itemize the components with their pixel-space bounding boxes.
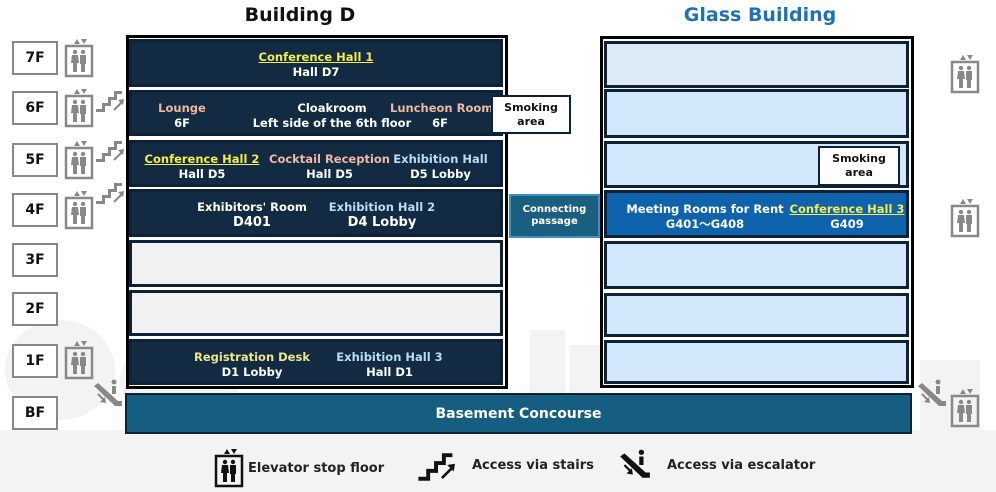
registration-desk[interactable]: Registration Desk D1 Lobby xyxy=(194,350,310,379)
elevator-icon-4f xyxy=(64,190,94,230)
floor-label-2f: 2F xyxy=(12,292,58,326)
meeting-rooms-for-rent[interactable]: Meeting Rooms for Rent G401〜G408 xyxy=(626,202,784,231)
floor-label-5f: 5F xyxy=(12,143,58,177)
glass-4f[interactable]: Meeting Rooms for Rent G401〜G408 Confere… xyxy=(604,190,909,238)
connecting-passage[interactable]: Connecting passage xyxy=(509,194,600,238)
exhibition-hall-3[interactable]: Exhibition Hall 3 Hall D1 xyxy=(336,350,443,379)
floor-label-6f: 6F xyxy=(12,91,58,125)
elevator-icon-1f xyxy=(64,340,94,380)
stairs-icon-6f xyxy=(96,87,126,113)
cocktail-reception[interactable]: Cocktail Reception Hall D5 xyxy=(269,152,390,181)
legend-stairs: Access via stairs xyxy=(418,448,594,482)
building-d-2f[interactable] xyxy=(129,290,503,336)
stairs-icon-5f xyxy=(96,137,126,163)
building-d-5f[interactable]: Conference Hall 2 Hall D5 Cocktail Recep… xyxy=(129,140,503,187)
glass-6f[interactable] xyxy=(604,89,909,138)
elevator-icon-5f xyxy=(64,140,94,180)
exhibition-hall[interactable]: Exhibition Hall D5 Lobby xyxy=(393,152,488,181)
legend-escalator-label: Access via escalator xyxy=(667,457,816,473)
stairs-icon-4f xyxy=(96,179,126,205)
glass-7f[interactable] xyxy=(604,41,909,88)
conference-hall-2[interactable]: Conference Hall 2 Hall D5 xyxy=(144,152,260,181)
floor-label-7f: 7F xyxy=(12,41,58,75)
basement-concourse[interactable]: Basement Concourse xyxy=(125,393,912,434)
floor-label-3f: 3F xyxy=(12,243,58,277)
escalator-icon-left xyxy=(92,378,124,410)
escalator-icon-right xyxy=(916,378,948,410)
floor-label-1f: 1F xyxy=(12,344,58,378)
conference-hall-3[interactable]: Conference Hall 3 G409 xyxy=(789,202,905,231)
building-d-1f[interactable]: Registration Desk D1 Lobby Exhibition Ha… xyxy=(129,339,503,385)
building-d-6f[interactable]: Lounge 6F Cloakroom Left side of the 6th… xyxy=(129,90,503,136)
building-d-title: Building D xyxy=(244,4,356,26)
legend-stairs-label: Access via stairs xyxy=(472,457,594,473)
building-d-3f[interactable] xyxy=(129,240,503,287)
escalator-icon-legend xyxy=(617,448,653,482)
luncheon-room[interactable]: Luncheon Room 6F xyxy=(390,101,494,130)
glass-3f[interactable] xyxy=(604,241,909,289)
elevator-icon-glass-bf xyxy=(950,388,980,428)
glass-1f[interactable] xyxy=(604,340,909,384)
elevator-icon-glass-7f xyxy=(950,54,980,94)
floor-label-4f: 4F xyxy=(12,193,58,227)
exhibition-hall-2[interactable]: Exhibition Hall 2 D4 Lobby xyxy=(328,200,436,230)
elevator-icon-glass-4f xyxy=(950,198,980,238)
conference-hall-1[interactable]: Conference Hall 1 Hall D7 xyxy=(258,50,374,79)
building-d-7f[interactable]: Conference Hall 1 Hall D7 xyxy=(129,39,503,87)
legend-escalator: Access via escalator xyxy=(617,448,815,482)
stairs-icon-legend xyxy=(418,448,458,482)
smoking-area-d-6f[interactable]: Smoking area xyxy=(491,95,571,134)
smoking-area-glass-5f[interactable]: Smoking area xyxy=(818,146,900,186)
legend-elevator-label: Elevator stop floor xyxy=(248,460,385,476)
glass-2f[interactable] xyxy=(604,293,909,337)
elevator-icon-6f xyxy=(64,88,94,128)
glass-building-title: Glass Building xyxy=(683,4,837,26)
cloakroom[interactable]: Cloakroom Left side of the 6th floor xyxy=(252,101,412,130)
legend-elevator: Elevator stop floor xyxy=(210,448,384,488)
floor-label-bf: BF xyxy=(12,396,58,430)
building-d-4f[interactable]: Exhibitors' Room D401 Exhibition Hall 2 … xyxy=(129,189,503,237)
lounge[interactable]: Lounge 6F xyxy=(158,101,206,130)
exhibitors-room[interactable]: Exhibitors' Room D401 xyxy=(197,200,307,230)
elevator-icon-7f xyxy=(64,38,94,78)
elevator-icon-legend xyxy=(210,448,248,488)
